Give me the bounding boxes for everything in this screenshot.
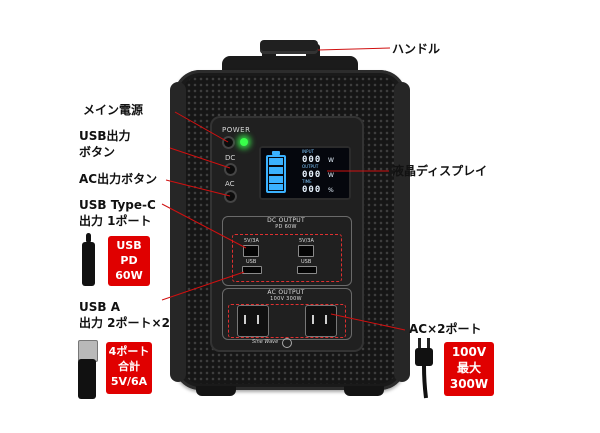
ac-spec-line1: 100V bbox=[451, 345, 487, 359]
lcd-row3-tag: TIME bbox=[302, 179, 312, 184]
socket-slot bbox=[312, 315, 314, 324]
usb-output-button[interactable] bbox=[224, 163, 237, 176]
usb-a-spec-badge: 4ポート 合計 5V/6A bbox=[106, 342, 152, 394]
ac-spec-line3: 300W bbox=[449, 377, 489, 391]
battery-segment bbox=[269, 176, 283, 183]
power-led-icon bbox=[240, 138, 248, 146]
lcd-row3-value: 000 bbox=[302, 185, 322, 195]
ac-spec-line2: 最大 bbox=[456, 361, 481, 375]
usb-pd-spec-badge: USB PD 60W bbox=[108, 236, 150, 286]
dc-output-panel bbox=[222, 216, 352, 286]
lcd-row1-value: 000 bbox=[302, 155, 322, 165]
usb-a-spec-line3: 5V/6A bbox=[110, 375, 148, 388]
lcd-callout: 液晶ディスプレイ bbox=[392, 164, 488, 178]
handle-callout: ハンドル bbox=[392, 42, 441, 56]
main-power-line bbox=[174, 111, 229, 143]
port-rating-left: 5V/3A bbox=[244, 238, 259, 244]
usb-pd-spec-line3: 60W bbox=[115, 269, 143, 282]
usb-pd-spec-line1: USB bbox=[116, 239, 142, 252]
ac-output-title: AC OUTPUT bbox=[267, 289, 305, 296]
socket-slot bbox=[257, 315, 259, 324]
lcd-row2-unit: W bbox=[328, 172, 334, 179]
usb-a-line bbox=[161, 271, 245, 301]
port-rating-right: 5V/3A bbox=[299, 238, 314, 244]
left-bumper bbox=[170, 82, 186, 382]
lcd-row2-tag: OUTPUT bbox=[302, 164, 319, 169]
usb-button-callout-line2: ボタン bbox=[79, 145, 116, 159]
usb-c-port-right[interactable] bbox=[298, 245, 314, 257]
usb-type-c-line bbox=[161, 203, 247, 249]
socket-slot bbox=[325, 315, 327, 324]
lcd-row2-value: 000 bbox=[302, 170, 322, 180]
battery-segment bbox=[269, 158, 283, 165]
ac-socket-right[interactable] bbox=[305, 305, 337, 337]
dc-output-title: DC OUTPUT bbox=[267, 217, 305, 224]
ac-x2-callout: AC×2ポート bbox=[409, 322, 482, 336]
main-power-callout: メイン電源 bbox=[83, 103, 144, 117]
usb-a-callout-line2: 出力 2ポート×2 bbox=[79, 316, 170, 330]
battery-cap-icon bbox=[272, 151, 280, 155]
lcd-row3-unit: % bbox=[328, 187, 334, 194]
lcd-row1-unit: W bbox=[328, 157, 334, 164]
usb-c-cable-icon bbox=[82, 242, 95, 286]
usb-a-spec-line1: 4ポート bbox=[108, 345, 150, 358]
usb-a-port-right[interactable] bbox=[297, 266, 317, 274]
usb-button-callout-line1: USB出力 bbox=[79, 129, 131, 143]
power-label: POWER bbox=[222, 126, 251, 134]
dc-output-sub: PD 60W bbox=[275, 224, 297, 230]
port-type-left: USB bbox=[246, 259, 257, 265]
usb-a-port-left[interactable] bbox=[242, 266, 262, 274]
ac-label: AC bbox=[225, 180, 235, 188]
main-power-button[interactable] bbox=[222, 136, 235, 149]
ac-output-sub: 100V 300W bbox=[270, 296, 302, 302]
usb-button-line bbox=[169, 147, 231, 169]
handle-line bbox=[317, 47, 391, 51]
usb-ports-highlight bbox=[232, 234, 342, 282]
ac-socket-left[interactable] bbox=[237, 305, 269, 337]
usb-a-spec-line2: 合計 bbox=[118, 360, 140, 373]
usb-type-c-callout-line1: USB Type-C bbox=[79, 198, 156, 212]
sine-wave-icon bbox=[282, 338, 292, 348]
usb-a-callout-line1: USB A bbox=[79, 300, 120, 314]
ac-button-line bbox=[165, 179, 231, 197]
ac-spec-badge: 100V 最大 300W bbox=[444, 342, 494, 396]
socket-slot bbox=[244, 315, 246, 324]
right-bumper bbox=[394, 82, 410, 382]
foot-right bbox=[344, 386, 384, 396]
dc-label: DC bbox=[225, 154, 236, 162]
sine-wave-label: Sine Wave bbox=[252, 339, 279, 345]
usb-c-port-left[interactable] bbox=[243, 245, 259, 257]
usb-type-c-callout-line2: 出力 1ポート bbox=[79, 214, 152, 228]
ac-sockets-highlight bbox=[228, 304, 346, 338]
ac-x2-line bbox=[330, 313, 406, 331]
carry-handle bbox=[260, 40, 318, 54]
ac-plug-icon bbox=[415, 338, 433, 399]
ac-button-callout: AC出力ボタン bbox=[79, 172, 158, 186]
usb-a-cable-icon bbox=[78, 359, 96, 399]
usb-c-plug-tip-icon bbox=[86, 233, 91, 243]
usb-pd-spec-line2: PD bbox=[120, 254, 138, 267]
battery-icon bbox=[266, 155, 286, 193]
ac-output-button[interactable] bbox=[224, 190, 237, 203]
lcd-row1-tag: INPUT bbox=[302, 149, 314, 154]
foot-left bbox=[196, 386, 236, 396]
port-type-right: USB bbox=[301, 259, 312, 265]
battery-segment bbox=[269, 184, 283, 190]
battery-segment bbox=[269, 167, 283, 174]
